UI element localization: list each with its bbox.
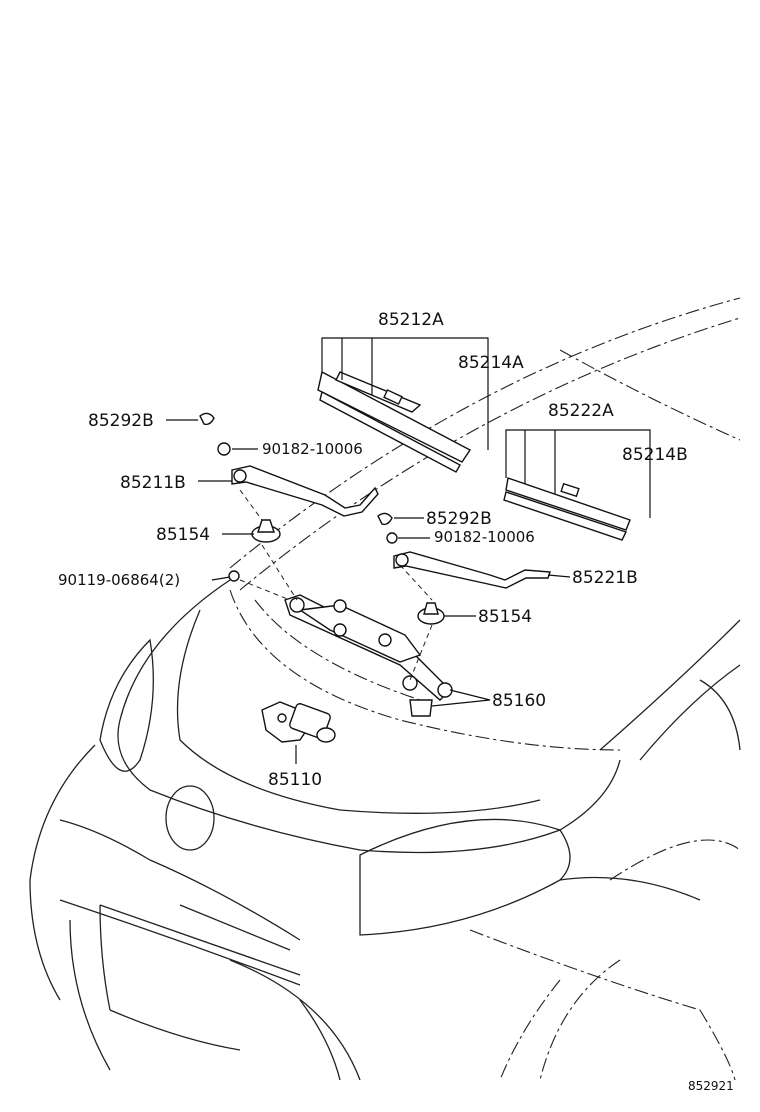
label-85221B: 85221B [572, 568, 638, 588]
figure-code: 852921 [688, 1079, 734, 1093]
label-85214A: 85214A [458, 353, 524, 373]
left-wiper-blade [317, 337, 489, 473]
right-wiper-blade [503, 429, 651, 541]
label-85160: 85160 [492, 691, 546, 711]
label-85110: 85110 [268, 770, 322, 790]
label-90119: 90119-06864(2) [58, 571, 180, 589]
leader-lines [166, 419, 571, 764]
label-85212A: 85212A [378, 310, 444, 330]
label-85292B-right: 85292B [426, 509, 492, 529]
label-90182-left: 90182-10006 [262, 440, 363, 458]
wiper-linkage [239, 489, 453, 717]
label-85154-right: 85154 [478, 607, 532, 627]
left-wiper-arm [231, 465, 379, 517]
label-85292B-left: 85292B [88, 411, 154, 431]
label-85211B: 85211B [120, 473, 186, 493]
label-90182-right: 90182-10006 [434, 528, 535, 546]
label-85214B: 85214B [622, 445, 688, 465]
small-hardware [199, 412, 445, 625]
label-85154-left: 85154 [156, 525, 210, 545]
car-body-outline [29, 297, 741, 1081]
label-85222A: 85222A [548, 401, 614, 421]
wiper-motor [261, 701, 336, 743]
part-labels: 85212A 85214A 85292B 90182-10006 85211B … [58, 310, 734, 1093]
right-wiper-arm [393, 551, 551, 589]
